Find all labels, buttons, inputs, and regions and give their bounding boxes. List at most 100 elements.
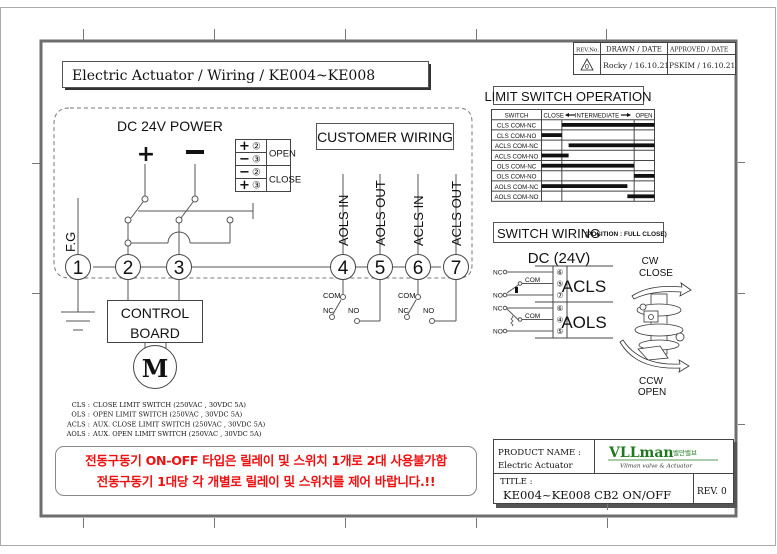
lso-row-label: ACLS COM-NO — [495, 153, 539, 160]
motor-symbol — [133, 345, 177, 389]
polarity-sign: − — [239, 165, 250, 180]
rotation-illustration: CW CLOSE CCW OPEN — [619, 256, 692, 398]
terminal-3 — [166, 254, 192, 280]
close-label: CLOSE — [639, 268, 673, 279]
sw-terminal-number: ⑥ — [556, 304, 563, 313]
lso-header-open: OPEN — [635, 114, 652, 120]
wire-label-aols-in: AOLS IN — [336, 195, 351, 246]
limit-switch-title: LIMIT SWITCH OPERATION — [484, 89, 651, 104]
lso-header-close: CLOSE — [544, 114, 564, 120]
sw-pin-label: NO — [493, 329, 503, 336]
relay2-com-label: COM — [398, 291, 416, 300]
rev-no-header: REV.No. — [576, 48, 599, 54]
rev-label: REV. 0 — [697, 487, 727, 497]
legend-desc: OPEN LIMIT SWITCH (250VAC , 30VDC 5A) — [93, 411, 243, 419]
inner-frame — [39, 39, 738, 518]
zone-ticks — [32, 29, 745, 528]
polarity-terminal: ③ — [252, 181, 261, 192]
terminal-7 — [443, 254, 469, 280]
sw-acls-lever — [506, 284, 520, 294]
relay1-no-label: NO — [348, 306, 359, 315]
brand-tagline: Vllman valve & Actuator — [620, 464, 693, 470]
control-board-line1: CONTROL — [121, 305, 190, 321]
lso-on-bar — [541, 133, 562, 137]
drawn-by: Rocky / 16.10.21 — [603, 61, 669, 70]
lso-row-label: OLS COM-NC — [497, 164, 537, 171]
lso-header-switch: SWITCH — [505, 114, 529, 120]
legend-desc: AUX. OPEN LIMIT SWITCH (250VAC , 30VDC 5… — [92, 430, 262, 438]
lso-row-label: AOLS COM-NO — [494, 194, 538, 201]
sw-contact-node — [502, 292, 508, 298]
warning-line-1: 전동구동기 ON-OFF 타입은 릴레이 및 스위치 1개로 2대 사용불가함 — [85, 453, 447, 468]
sw-aols-lever — [506, 308, 520, 321]
legend-desc: CLOSE LIMIT SWITCH (250VAC , 30VDC 5A) — [93, 401, 246, 409]
relay1-com-label: COM — [323, 291, 341, 300]
rev-symbol: 0 — [585, 63, 589, 71]
lso-on-bar — [561, 123, 655, 127]
sw-group-label: ACLS — [562, 277, 606, 296]
outer-frame — [0, 7, 776, 546]
drawing-code-title: KE004~KE008 CB2 ON/OFF — [503, 488, 671, 502]
product-name: Electric Actuator — [498, 461, 574, 471]
wire-label-acls-out: ACLS OUT — [449, 181, 464, 246]
terminal-number: 4 — [338, 258, 349, 279]
lso-on-bar — [541, 184, 628, 188]
legend-abbr: ACLS : — [66, 420, 90, 428]
relay2-no-label: NO — [423, 306, 434, 315]
sw-com-label: COM — [525, 313, 540, 320]
lso-row-label: CLS COM-NC — [497, 123, 537, 130]
warning-line-2: 전동구동기 1대당 각 개별로 릴레이 및 스위치를 제어 바랍니다.!! — [96, 474, 436, 489]
sw-contact-node — [502, 305, 508, 311]
sw-pin-label: NC — [493, 270, 503, 277]
sw-terminal-number: ⑦ — [556, 291, 563, 300]
lso-arrow-left-head — [565, 113, 569, 117]
customer-wires — [342, 174, 457, 255]
sw-aols-spring-icon — [510, 315, 514, 327]
terminal-number: 6 — [413, 258, 424, 279]
fg-label: F.G — [63, 232, 78, 252]
polarity-action: OPEN — [269, 149, 296, 160]
customer-wiring-label: CUSTOMER WIRING — [317, 129, 453, 145]
polarity-sign: + — [239, 139, 250, 154]
ccw-label: CCW — [639, 376, 663, 387]
switch-wiring-title: SWITCH WIRING — [497, 226, 600, 241]
sw-acls-actuator-icon — [515, 287, 518, 293]
product-name-label: PRODUCT NAME : — [498, 448, 581, 458]
limit-switch-title-box — [493, 86, 644, 105]
sw-terminal-number: ⑤ — [556, 280, 563, 289]
lso-on-bar — [634, 174, 655, 178]
dc-power-label: DC 24V POWER — [117, 118, 223, 134]
cw-label: CW — [642, 256, 659, 267]
lso-on-bar — [541, 153, 569, 158]
sw-terminal-number: ④ — [556, 316, 563, 325]
legend-desc: AUX. CLOSE LIMIT SWITCH (250VAC , 30VDC … — [92, 420, 266, 428]
lso-row-label: ACLS COM-NC — [495, 143, 539, 150]
polarity-terminal: ③ — [252, 155, 261, 166]
warning-notice: 전동구동기 ON-OFF 타입은 릴레이 및 스위치 1개로 2대 사용불가함 … — [55, 446, 477, 496]
lso-row-label: AOLS COM-NC — [495, 184, 539, 191]
switch-wiring-title-box — [493, 222, 664, 243]
legend-abbr: AOLS : — [66, 430, 90, 438]
relay1-nc-label: NC — [323, 306, 334, 315]
legend-abbr: OLS : — [71, 411, 90, 419]
drawing-title: Electric Actuator / Wiring / KE004~KE008 — [72, 68, 375, 84]
ccw-arrow-icon — [619, 339, 690, 373]
terminal-number: 7 — [451, 258, 462, 279]
brand-korean: 밸만밸브 — [673, 448, 697, 457]
legend-abbr: CLS : — [72, 401, 90, 409]
lso-on-bar — [541, 163, 635, 168]
plus-sign: + — [137, 142, 155, 167]
polarity-sign: + — [239, 178, 250, 193]
terminal-number: 2 — [123, 258, 134, 279]
polarity-action: CLOSE — [269, 175, 301, 186]
control-board-box — [107, 300, 203, 343]
terminal-number: 5 — [375, 258, 386, 279]
sw-terminal-number: ⑤ — [556, 327, 563, 336]
open-label: OPEN — [638, 387, 666, 398]
customer-relay-contacts — [329, 280, 457, 324]
wire-label-aols-out: AOLS OUT — [373, 180, 388, 246]
terminal-4 — [330, 254, 356, 280]
